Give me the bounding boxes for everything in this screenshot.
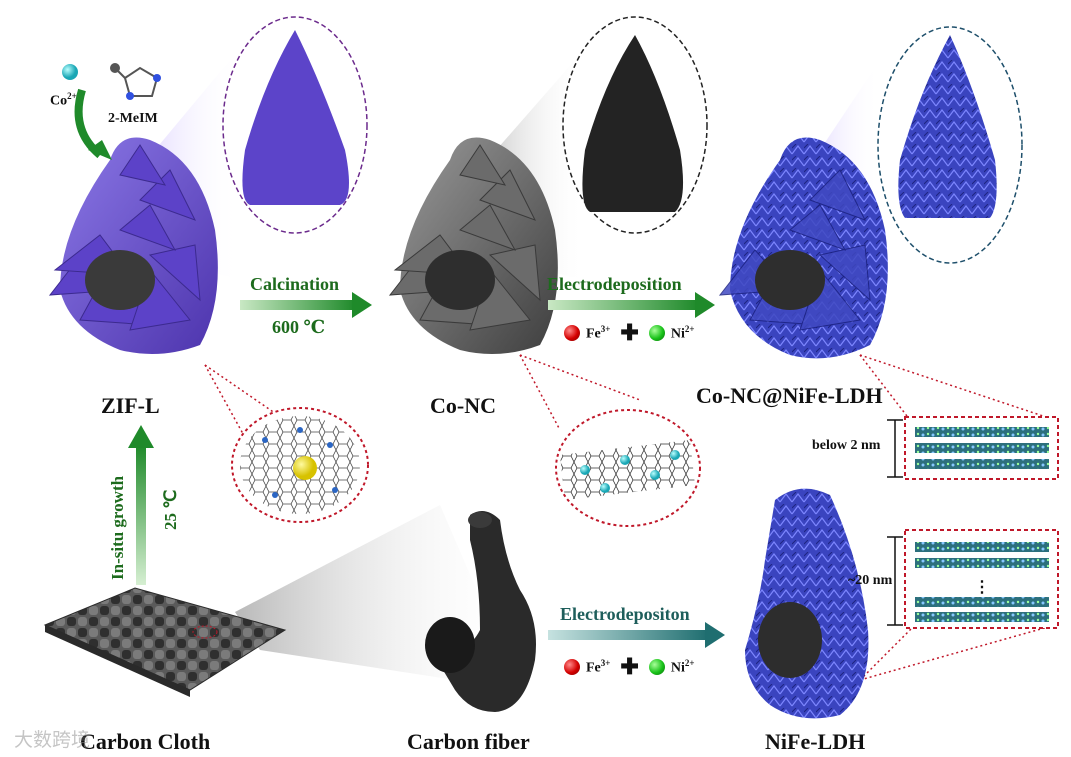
insitu-growth-arrow (128, 425, 154, 585)
zif-framework-zoom (232, 408, 368, 522)
fe-ion-icon (564, 325, 580, 341)
fe-ion-label: Fe (586, 660, 601, 675)
zoom-ldh-tip (878, 27, 1022, 263)
below-2nm-label: below 2 nm (812, 438, 880, 454)
ni-ion-icon (649, 325, 665, 341)
plus-icon: ✚ (620, 654, 638, 680)
carbon-fiber-label: Carbon fiber (407, 729, 530, 755)
carbon-cloth-label: Carbon Cloth (80, 729, 210, 755)
electrodeposition-label: Electrodeposition (547, 274, 682, 295)
conc-label: Co-NC (430, 393, 496, 419)
watermark: 大数跨境 (14, 725, 90, 752)
conc-nife-label: Co-NC@NiFe-LDH (696, 383, 883, 409)
fe-charge: 3+ (601, 324, 611, 334)
svg-text:⋮: ⋮ (974, 579, 990, 596)
calcination-temp-label: 600 ℃ (272, 317, 325, 338)
ions-bottom: Fe3+ ✚ Ni2+ (564, 654, 694, 680)
fe-ion-label: Fe (586, 326, 601, 341)
ldh-layers-thin (905, 417, 1058, 479)
ni-ion-label: Ni (671, 326, 685, 341)
about-20nm-label: ~20 nm (848, 573, 892, 589)
fe-charge: 3+ (601, 658, 611, 668)
ions-top: Fe3+ ✚ Ni2+ (564, 320, 694, 346)
calcination-arrow (240, 292, 372, 318)
ni-ion-icon (649, 659, 665, 675)
insitu-temp-label: 25 ℃ (161, 490, 181, 530)
calcination-label: Calcination (250, 274, 339, 295)
zoom-conc-tip (563, 17, 707, 233)
graphene-zoom (556, 410, 700, 526)
plus-icon: ✚ (620, 320, 638, 346)
electrodeposition-arrow (548, 292, 715, 318)
nife-ldh-illustration (745, 489, 868, 719)
co-ion-sphere (62, 64, 78, 80)
zifl-label: ZIF-L (101, 393, 160, 419)
ldh-layers-thick: ⋮ (905, 530, 1058, 628)
insitu-growth-label: In-situ growth (108, 476, 128, 580)
fe-ion-icon (564, 659, 580, 675)
dimension-below2-marker (887, 420, 903, 477)
nife-ldh-label: NiFe-LDH (765, 729, 865, 755)
zoom-zifl-tip (223, 17, 367, 233)
precursor-arrow (79, 90, 112, 160)
electrodepositon-label: Electrodepositon (560, 604, 690, 625)
ni-ion-label: Ni (671, 660, 685, 675)
co-ion-label: Co2+ (50, 91, 77, 110)
ligand-label: 2-MeIM (108, 111, 158, 127)
ni-charge: 2+ (685, 658, 695, 668)
meim-molecule-icon (111, 64, 161, 100)
ni-charge: 2+ (685, 324, 695, 334)
electrodepositon-arrow (548, 622, 725, 648)
carbon-cloth-illustration (45, 588, 285, 697)
